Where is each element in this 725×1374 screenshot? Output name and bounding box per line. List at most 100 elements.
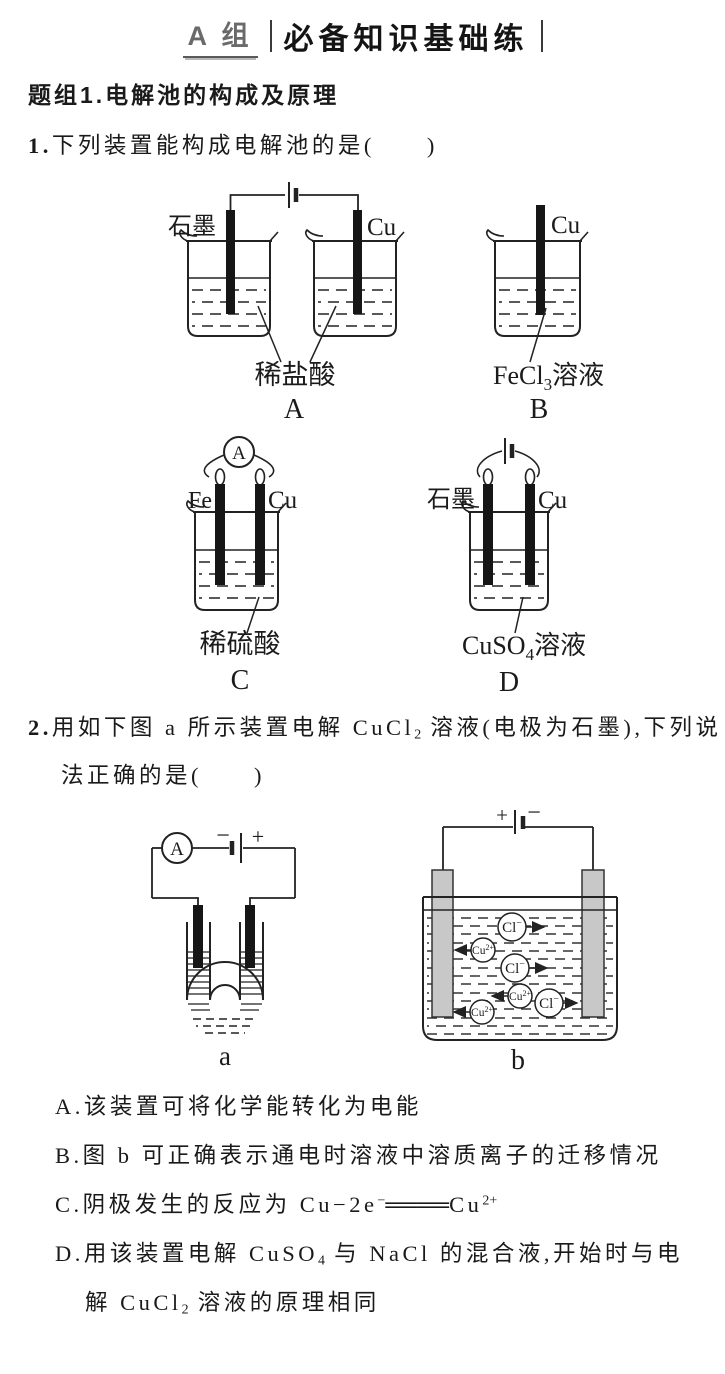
option-a: A.该装置可将化学能转化为电能: [55, 1082, 705, 1131]
electrode-right-label: Cu: [538, 487, 568, 514]
question-2-text-post: 溶液(电极为石墨),下列说法正确的是( ): [61, 715, 722, 788]
battery-pos-label: +: [252, 824, 264, 849]
svg-text:Cu2+: Cu2+: [509, 989, 531, 1003]
option-c-sup-charge: 2+: [482, 1193, 498, 1209]
option-d-text-3: 溶液的原理相同: [188, 1290, 380, 1315]
electrode-left: [193, 905, 203, 968]
diagram-q2-a: A − +: [151, 823, 296, 1071]
header-divider-right: [540, 20, 543, 52]
electrode-label: Cu: [551, 212, 581, 239]
diagram-q1-A: 石墨 Cu 稀盐酸 A: [168, 182, 405, 424]
svg-text:Cl−: Cl−: [502, 918, 522, 936]
option-c-text-pre: 阴极发生的反应为 Cu−2e: [82, 1192, 378, 1217]
coil-wires: [476, 450, 540, 486]
leader-lines: [257, 305, 337, 363]
svg-text:Cu2+: Cu2+: [472, 943, 494, 957]
section-title: 题组1.电解池的构成及原理: [28, 82, 340, 108]
option-b-label: B.: [55, 1143, 83, 1168]
battery-icon: [229, 833, 242, 863]
battery-pos-label: +: [496, 803, 508, 827]
battery-neg-label: −: [216, 823, 230, 849]
electrode-anode: [431, 869, 454, 1018]
ion-cl-3: Cl−: [534, 988, 579, 1018]
electrode-left-label: 石墨: [427, 487, 475, 513]
ion-cl-1: Cl−: [497, 912, 546, 942]
question-2: 2.用如下图 a 所示装置电解 CuCl2 溶液(电极为石墨),下列说法正确的是…: [28, 704, 725, 800]
double-bond-equals: ════: [385, 1192, 450, 1217]
battery-icon: [288, 182, 299, 208]
ion-cl-2: Cl−: [500, 953, 549, 983]
leader-line: [246, 596, 260, 634]
question-2-text-pre: 用如下图 a 所示装置电解 CuCl: [51, 715, 415, 740]
battery-icon: [504, 438, 515, 464]
diagram-q1-C: A Fe Cu 稀硫酸 C: [186, 436, 298, 696]
option-diagram-label: A: [284, 394, 305, 424]
question-1-number: 1.: [28, 133, 52, 158]
electrode-right-label: Cu: [367, 214, 397, 241]
option-d-text-1: 用该装置电解 CuSO: [83, 1241, 319, 1266]
electrode-graphite: [483, 484, 493, 585]
option-b-text: 图 b 可正确表示通电时溶液中溶质离子的迁移情况: [82, 1143, 662, 1168]
ammeter-label: A: [170, 839, 184, 860]
option-d-sub-2: 2: [181, 1302, 189, 1318]
ammeter-icon: [223, 436, 255, 468]
header-divider-left: [269, 20, 272, 52]
group-a-label: A 组: [182, 14, 258, 58]
svg-text:Cl−: Cl−: [505, 959, 525, 977]
option-b: B.图 b 可正确表示通电时溶液中溶质离子的迁移情况: [55, 1131, 705, 1180]
option-d-sub-1: 4: [318, 1253, 325, 1269]
leader-line: [514, 596, 524, 634]
question-2-subscript: 2: [414, 727, 422, 743]
question-2-number: 2.: [28, 715, 52, 740]
svg-text:Cu2+: Cu2+: [471, 1005, 493, 1019]
diagram-q1-D: 石墨 Cu CuSO4溶液 D: [427, 438, 586, 698]
figure-b-label: b: [511, 1045, 525, 1075]
ion-cu-2: Cu2+: [490, 983, 533, 1009]
options-list: A.该装置可将化学能转化为电能 B.图 b 可正确表示通电时溶液中溶质离子的迁移…: [55, 1082, 705, 1327]
circuit-wire: [442, 826, 594, 870]
solution-label: CuSO4溶液: [462, 631, 586, 664]
header-title: 必备知识基础练: [283, 23, 529, 56]
electrode-cu: [525, 484, 535, 585]
option-c-sup-electron: −: [377, 1193, 386, 1209]
question-1: 1.下列装置能构成电解池的是( ): [28, 122, 688, 170]
option-c-label: C.: [55, 1192, 83, 1217]
option-c: C.阴极发生的反应为 Cu−2e−════Cu2+: [55, 1180, 705, 1229]
solution-label: FeCl3溶液: [493, 361, 604, 394]
battery-neg-label: −: [527, 803, 541, 826]
ion-cu-1: Cu2+: [453, 937, 496, 963]
option-d-text-2: 与 NaCl 的混合液,开始时与电解 CuCl: [85, 1241, 683, 1315]
u-tube: [186, 922, 264, 1001]
leader-line: [529, 307, 547, 363]
figure-a-label: a: [219, 1041, 231, 1071]
diagram-q2-b: + − Cl−: [422, 803, 618, 1075]
question-1-text: 下列装置能构成电解池的是( ): [51, 133, 438, 158]
electrode-cathode: [581, 869, 605, 1018]
page-header: A 组 必备知识基础练: [0, 14, 725, 58]
diagram-q1-B: Cu FeCl3溶液 B: [486, 205, 604, 424]
option-diagram-label: B: [530, 394, 549, 424]
option-c-text-cu: Cu: [449, 1192, 483, 1217]
container: [422, 896, 618, 1041]
circuit-wire: [151, 847, 296, 905]
option-diagram-label: C: [231, 665, 250, 696]
electrode-right-label: Cu: [268, 487, 298, 514]
option-diagram-label: D: [499, 667, 519, 698]
option-a-text: 该装置可将化学能转化为电能: [83, 1094, 422, 1119]
svg-text:Cl−: Cl−: [539, 994, 559, 1012]
option-d-label: D.: [55, 1241, 84, 1266]
electrode-cu: [255, 484, 265, 585]
electrode-left-label: 石墨: [168, 214, 216, 240]
option-a-label: A.: [55, 1094, 84, 1119]
electrode-graphite: [226, 210, 235, 314]
liquid-dashes: [193, 1018, 257, 1034]
solution-label: 稀盐酸: [255, 360, 336, 390]
electrode-right: [245, 905, 255, 968]
ammeter-label: A: [232, 443, 246, 464]
beaker: [186, 499, 287, 611]
battery-icon: [514, 810, 526, 834]
solution-label: 稀硫酸: [200, 629, 281, 659]
ion-cu-3: Cu2+: [452, 999, 495, 1025]
electrode-cu: [536, 205, 545, 315]
